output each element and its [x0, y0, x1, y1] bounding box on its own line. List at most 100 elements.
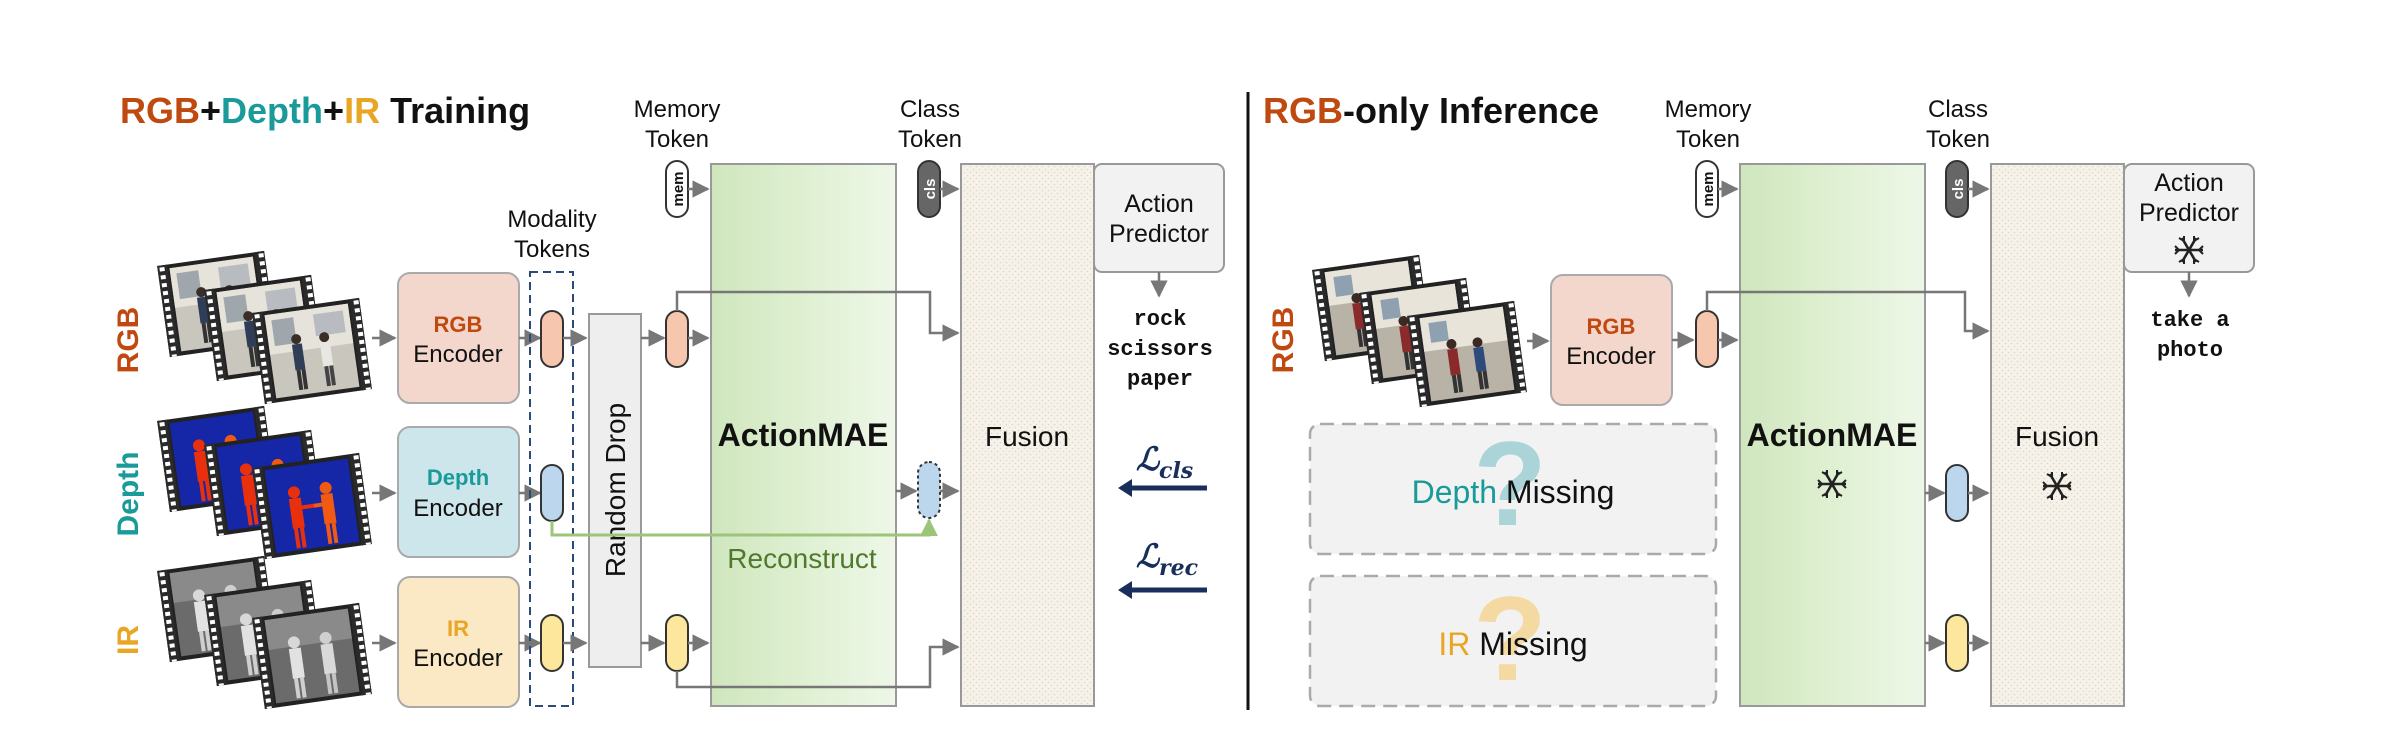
- loss-rec-symbol: ℒ: [1136, 537, 1161, 575]
- rgb-encoder-label: Encoder: [413, 341, 502, 368]
- ir-missing-question-icon: ?: [1473, 572, 1546, 706]
- inference-row-label-rgb: RGB: [1267, 307, 1300, 374]
- inference-action-predictor: Action Predictor: [2123, 163, 2255, 273]
- memory-token-label-line2: Token: [645, 126, 709, 153]
- loss-cls: ℒcls: [1136, 440, 1193, 484]
- inference-rgb-encoder: RGB Encoder: [1550, 274, 1673, 406]
- loss-rec: ℒrec: [1136, 537, 1199, 581]
- row-label-rgb: RGB: [112, 307, 145, 374]
- ir-encoder: IR Encoder: [397, 576, 520, 708]
- class-token-label-line2: Token: [898, 126, 962, 153]
- ir-missing-modality: IR: [1438, 626, 1470, 662]
- action-predictor-line1: Action: [1124, 190, 1193, 218]
- memory-token-text: mem: [670, 171, 687, 206]
- reconstruct-label: Reconstruct: [727, 543, 877, 574]
- inference-panel: RGB-only Inference RGB RGB Encoder Memor…: [1263, 90, 2255, 708]
- fusion-label: Fusion: [985, 421, 1069, 452]
- inference-action-predictor-line2: Predictor: [2139, 199, 2239, 227]
- inference-memory-label-line2: Token: [1676, 126, 1740, 153]
- ir-kept-token: [665, 614, 689, 672]
- inference-actionmae-block: ActionMAE: [1739, 163, 1926, 707]
- rgb-modality-token: [540, 310, 564, 368]
- depth-missing-question-icon: ?: [1473, 417, 1546, 551]
- class-token-label-line1: Class: [900, 96, 960, 123]
- inference-predicted-class-line1: take a: [2150, 308, 2229, 333]
- loss-cls-symbol: ℒ: [1136, 440, 1161, 478]
- inference-fusion-label: Fusion: [2015, 421, 2099, 452]
- class-token-text: cls: [922, 179, 939, 200]
- rgb-kept-token: [665, 310, 689, 368]
- random-drop-block: Random Drop: [588, 313, 642, 668]
- skip-ir-to-fusion: [675, 638, 960, 689]
- inference-class-label-line1: Class: [1928, 96, 1988, 123]
- inference-depth-token: [1945, 464, 1969, 522]
- action-predictor-line2: Predictor: [1109, 220, 1209, 248]
- training-panel: RGB+Depth+IR Training RGB Depth IR: [112, 90, 1225, 710]
- modality-tokens-label-line2: Tokens: [514, 236, 590, 263]
- depth-missing-box: ? Depth Missing: [1308, 417, 1718, 556]
- inference-ir-token: [1945, 614, 1969, 672]
- loss-cls-subscript: cls: [1159, 458, 1193, 484]
- inference-rgb-encoder-modality: RGB: [1587, 314, 1636, 339]
- training-title: RGB+Depth+IR Training: [120, 90, 530, 131]
- action-predictor: Action Predictor: [1093, 163, 1225, 273]
- inference-title-rgb: RGB: [1263, 90, 1343, 131]
- actionmae-label: ActionMAE: [718, 417, 889, 453]
- depth-missing-word: Missing: [1497, 474, 1614, 510]
- ir-encoder-label: Encoder: [413, 645, 502, 672]
- loss-rec-subscript: rec: [1159, 555, 1199, 581]
- inference-title-rest: -only Inference: [1343, 90, 1599, 131]
- skip-rgb-to-fusion: [675, 290, 960, 342]
- inference-action-predictor-line1: Action: [2154, 169, 2223, 197]
- inference-title: RGB-only Inference: [1263, 90, 1599, 131]
- depth-missing-modality: Depth: [1412, 474, 1497, 510]
- inference-rgb-video-clip: [1312, 254, 1527, 408]
- training-title-depth: Depth: [221, 90, 323, 131]
- inference-class-label-line2: Token: [1926, 126, 1990, 153]
- training-title-rgb: RGB: [120, 90, 200, 131]
- depth-modality-token: [540, 464, 564, 522]
- rgb-encoder: RGB Encoder: [397, 272, 520, 404]
- training-title-plus2: +: [323, 90, 344, 131]
- random-drop-label: Random Drop: [600, 403, 631, 577]
- inference-class-token-text: cls: [1950, 179, 1967, 200]
- loss-rec-arrowhead: [1118, 581, 1132, 599]
- reconstructed-depth-token: [917, 461, 941, 519]
- loss-cls-arrowhead: [1118, 479, 1132, 497]
- modality-tokens-group: [529, 271, 574, 707]
- ir-video-clip: [157, 555, 372, 710]
- inference-memory-label-line1: Memory: [1665, 96, 1752, 123]
- ir-missing-box: ? IR Missing: [1308, 572, 1718, 708]
- depth-video-clip: [157, 405, 372, 560]
- ir-missing-word: Missing: [1470, 626, 1587, 662]
- actionmae-block: ActionMAE: [710, 163, 897, 707]
- inference-skip-rgb-to-fusion: [1705, 290, 1990, 340]
- fusion-block: Fusion: [960, 163, 1095, 707]
- inference-fusion-block: Fusion: [1990, 163, 2125, 707]
- memory-token-label-line1: Memory: [634, 96, 721, 123]
- row-label-ir: IR: [112, 625, 145, 655]
- ir-encoder-modality: IR: [447, 616, 469, 641]
- depth-encoder-label: Encoder: [413, 495, 502, 522]
- predicted-class-line2: scissors: [1107, 337, 1213, 362]
- ir-modality-token: [540, 614, 564, 672]
- depth-encoder-modality: Depth: [427, 465, 489, 490]
- ir-missing-label: IR Missing: [1438, 626, 1587, 662]
- rgb-encoder-modality: RGB: [434, 312, 483, 337]
- rgb-video-clip: [157, 250, 372, 405]
- modality-tokens-label-line1: Modality: [507, 206, 596, 233]
- reconstruct-connector: [550, 518, 938, 537]
- depth-missing-label: Depth Missing: [1412, 474, 1615, 510]
- row-label-depth: Depth: [112, 452, 145, 537]
- predicted-class-line3: paper: [1127, 367, 1193, 392]
- inference-actionmae-label: ActionMAE: [1747, 417, 1918, 453]
- training-title-rest: Training: [380, 90, 530, 131]
- inference-rgb-encoder-label: Encoder: [1566, 343, 1655, 370]
- training-title-ir: IR: [344, 90, 380, 131]
- predicted-class-line1: rock: [1134, 307, 1187, 332]
- inference-rgb-token: [1695, 310, 1719, 368]
- inference-predicted-class-line2: photo: [2157, 338, 2223, 363]
- training-title-plus1: +: [200, 90, 221, 131]
- depth-encoder: Depth Encoder: [397, 426, 520, 558]
